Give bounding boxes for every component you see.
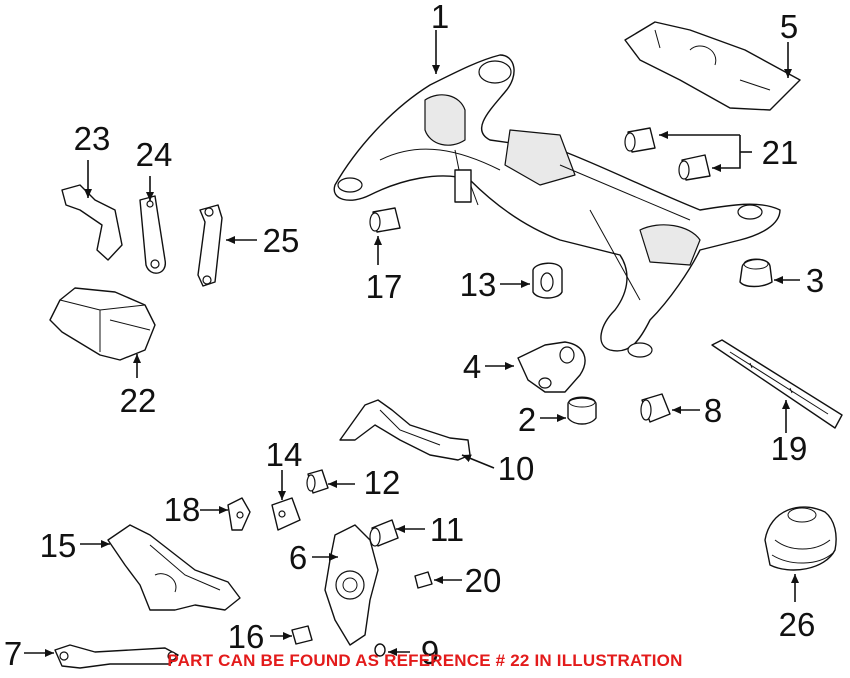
callout-18: 18 [164, 491, 201, 528]
callout-6: 6 [289, 539, 307, 576]
mount-part-26 [764, 506, 837, 571]
leader-21b [712, 135, 741, 172]
callout-13: 13 [460, 266, 497, 303]
plate-part-24 [139, 195, 166, 274]
bracket-part-18 [227, 497, 251, 531]
callout-21: 21 [762, 134, 799, 171]
mount-part-3 [739, 258, 773, 288]
bushing-part-9 [374, 643, 386, 657]
lower-arm-part-15 [107, 524, 241, 611]
bushing-part-12 [306, 469, 329, 494]
reference-footnote: PART CAN BE FOUND AS REFERENCE # 22 IN I… [167, 651, 683, 670]
bushing-part-21 [624, 127, 711, 181]
callout-labels: 1 5 21 17 13 3 4 2 8 19 10 12 14 18 11 6… [4, 0, 824, 672]
knuckle-part-6 [324, 524, 379, 646]
callout-11: 11 [430, 511, 464, 548]
callout-19: 19 [771, 430, 808, 467]
callout-2: 2 [518, 401, 536, 438]
callout-8: 8 [704, 392, 722, 429]
bracket-part-23 [61, 184, 123, 261]
callout-12: 12 [364, 464, 401, 501]
callout-16: 16 [228, 618, 265, 655]
callout-15: 15 [40, 527, 77, 564]
callout-25: 25 [263, 222, 300, 259]
callout-23: 23 [74, 120, 111, 157]
mount-part-13 [532, 262, 563, 299]
link-part-25 [197, 204, 223, 287]
callout-26: 26 [779, 606, 816, 643]
mount-part-22 [49, 287, 156, 361]
callout-5: 5 [780, 8, 798, 45]
callout-24: 24 [136, 136, 173, 173]
leader-10 [461, 454, 495, 469]
bushing-part-11 [369, 519, 399, 547]
brace-part-19 [711, 339, 843, 429]
callout-10: 10 [498, 450, 535, 487]
shield-plate-part-5 [624, 21, 801, 111]
callout-1: 1 [431, 0, 449, 35]
subframe-part-1 [333, 54, 781, 358]
bushing-part-2 [567, 396, 597, 425]
bushing-part-17 [369, 207, 401, 233]
callout-4: 4 [463, 348, 481, 385]
plate-part-14 [271, 497, 301, 531]
leader-lines [24, 30, 800, 657]
callout-9: 9 [421, 634, 439, 671]
bushing-part-20 [414, 571, 433, 589]
callout-3: 3 [806, 262, 824, 299]
callout-7: 7 [4, 635, 22, 672]
bracket-part-4 [517, 341, 586, 393]
callout-14: 14 [266, 436, 303, 473]
callout-17: 17 [366, 268, 403, 305]
callout-22: 22 [120, 382, 157, 419]
bushing-part-16 [291, 625, 313, 645]
link-part-7 [54, 644, 179, 669]
bushing-part-8 [640, 393, 671, 423]
callout-20: 20 [465, 562, 502, 599]
control-arm-part-10 [339, 399, 471, 461]
